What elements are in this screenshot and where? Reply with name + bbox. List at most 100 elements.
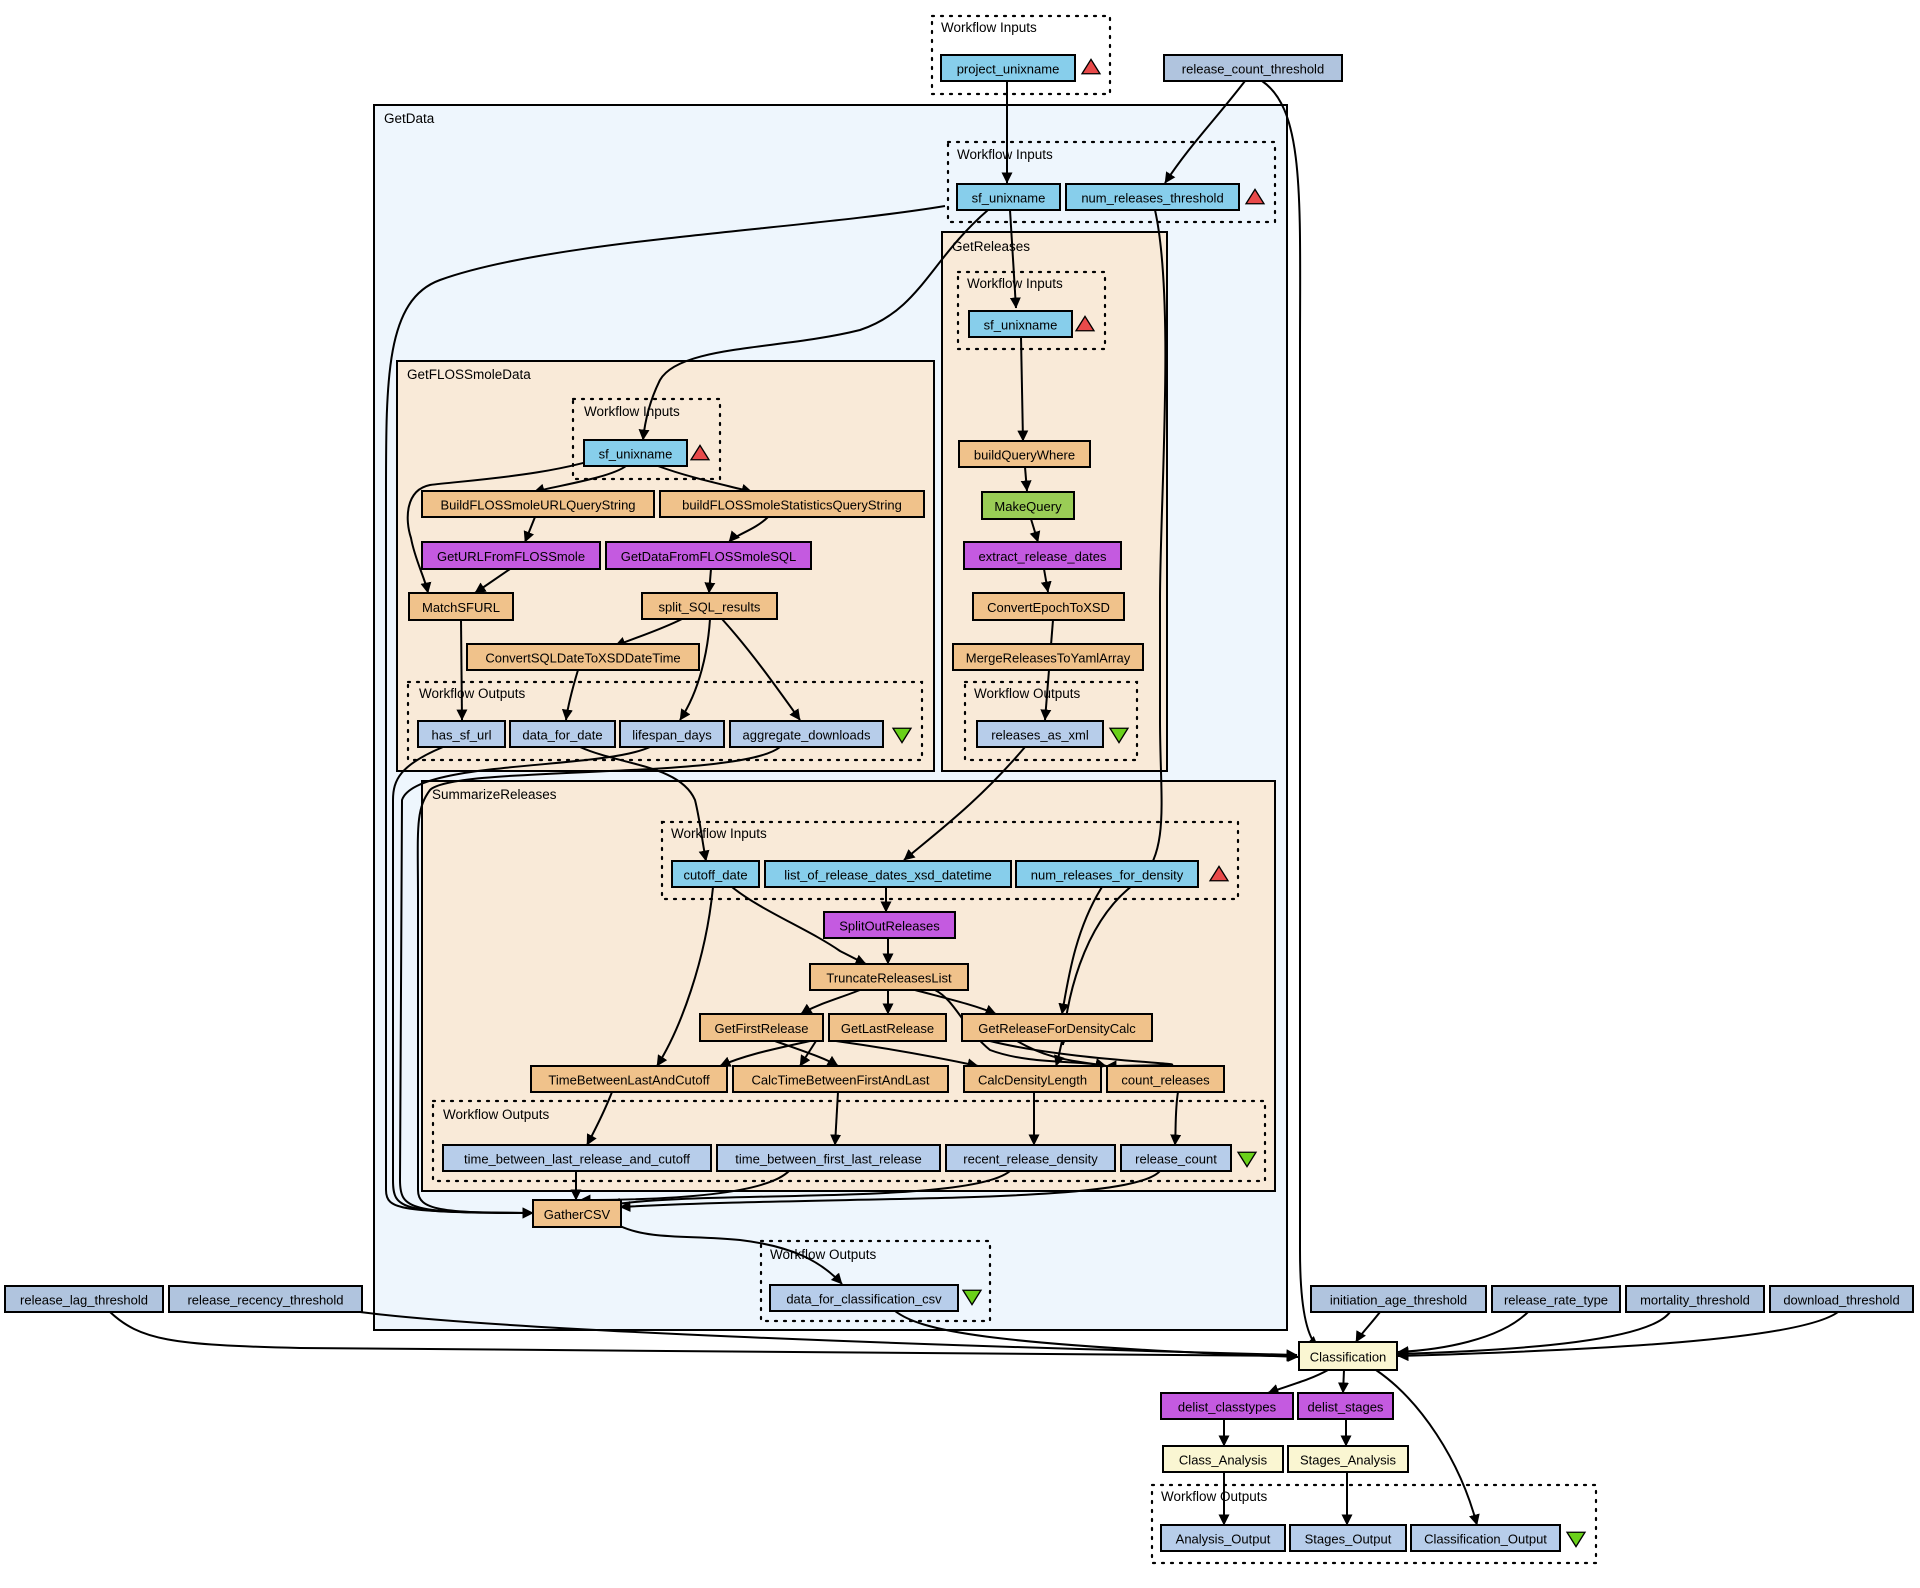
node-convertsqldatetoxsddatetime[interactable]: ConvertSQLDateToXSDDateTime <box>466 643 700 671</box>
node-getreleasefordensitycalc[interactable]: GetReleaseForDensityCalc <box>961 1013 1153 1042</box>
node-label: GetReleaseForDensityCalc <box>978 1021 1136 1036</box>
node-geturlfromflossmole[interactable]: GetURLFromFLOSSmole <box>421 541 601 570</box>
node-release-rate-type[interactable]: release_rate_type <box>1491 1285 1621 1313</box>
node-classification[interactable]: Classification <box>1298 1341 1398 1371</box>
node-calctimebetweenfirstandlast[interactable]: CalcTimeBetweenFirstAndLast <box>732 1065 949 1093</box>
node-label: sf_unixname <box>599 447 673 462</box>
node-gathercsv[interactable]: GatherCSV <box>532 1199 622 1228</box>
node-release-recency-threshold[interactable]: release_recency_threshold <box>168 1285 363 1313</box>
node-timebetweenlastandcutoff[interactable]: TimeBetweenLastAndCutoff <box>530 1065 728 1093</box>
edge <box>474 568 511 594</box>
edge <box>774 1040 839 1067</box>
node-label: data_for_date <box>522 728 602 743</box>
nodes: project_unixname release_count_thresholds… <box>4 54 1914 1552</box>
edge <box>384 205 946 1219</box>
edge <box>719 1040 811 1067</box>
node-label: project_unixname <box>957 62 1060 77</box>
node-box <box>1160 1392 1294 1420</box>
node-aggregate-downloads[interactable]: aggregate_downloads <box>729 720 884 748</box>
red-triangle-up-icon <box>1244 188 1266 205</box>
cluster-label: GetFLOSSmoleData <box>407 367 531 382</box>
node-label: MergeReleasesToYamlArray <box>966 651 1131 666</box>
node-gd-sf-unixname[interactable]: sf_unixname <box>956 183 1061 211</box>
edge <box>1009 209 1021 309</box>
edge <box>1029 518 1041 543</box>
node-release-count-threshold[interactable]: release_count_threshold <box>1163 54 1343 82</box>
node-calcdensitylength[interactable]: CalcDensityLength <box>963 1065 1102 1093</box>
node-truncatereleaseslist[interactable]: TruncateReleasesList <box>809 963 969 991</box>
node-data-for-date[interactable]: data_for_date <box>509 720 616 748</box>
node-fm-sf-unixname[interactable]: sf_unixname <box>583 439 688 467</box>
edge <box>799 1040 817 1067</box>
node-stages-output[interactable]: Stages_Output <box>1289 1524 1407 1552</box>
node-box <box>1120 1144 1232 1172</box>
node-list-of-release-dates-xsd-datetime[interactable]: list_of_release_dates_xsd_datetime <box>764 860 1012 888</box>
red-triangle-up-icon <box>1080 58 1102 75</box>
node-releases-as-xml[interactable]: releases_as_xml <box>976 720 1104 748</box>
node-buildflossmolestatisticsquerystring[interactable]: buildFLOSSmoleStatisticsQueryString <box>659 490 925 518</box>
node-initiation-age-threshold[interactable]: initiation_age_threshold <box>1310 1285 1487 1313</box>
node-getdatafromflossmolesql[interactable]: GetDataFromFLOSSmoleSQL <box>605 541 812 570</box>
node-num-releases-threshold[interactable]: num_releases_threshold <box>1065 183 1240 211</box>
node-gr-sf-unixname[interactable]: sf_unixname <box>968 310 1073 338</box>
node-classification-output[interactable]: Classification_Output <box>1410 1524 1561 1552</box>
edge <box>1170 1091 1182 1146</box>
green-triangle-down-icon <box>1108 727 1130 744</box>
node-label: release_lag_threshold <box>20 1293 148 1308</box>
node-mergereleasestoyamlarray[interactable]: MergeReleasesToYamlArray <box>952 643 1144 671</box>
cluster-getdata-inputs: Workflow Inputs <box>946 140 1277 224</box>
node-class-analysis[interactable]: Class_Analysis <box>1162 1445 1284 1473</box>
node-label: mortality_threshold <box>1640 1293 1750 1308</box>
node-box <box>963 541 1122 570</box>
edge <box>1261 80 1319 1348</box>
node-splitoutreleases[interactable]: SplitOutReleases <box>823 911 956 939</box>
node-buildflossmoleurlquerystring[interactable]: BuildFLOSSmoleURLQueryString <box>421 490 655 518</box>
node-box <box>764 860 1012 888</box>
node-box <box>699 1013 824 1042</box>
node-label: time_between_last_release_and_cutoff <box>464 1152 690 1167</box>
node-box <box>769 1284 959 1312</box>
node-count-releases[interactable]: count_releases <box>1106 1065 1225 1093</box>
node-time-between-last-release-and-cutoff[interactable]: time_between_last_release_and_cutoff <box>442 1144 712 1172</box>
node-release-lag-threshold[interactable]: release_lag_threshold <box>4 1285 164 1313</box>
node-delist-stages[interactable]: delist_stages <box>1297 1392 1394 1420</box>
node-cutoff-date[interactable]: cutoff_date <box>671 860 760 888</box>
node-label: release_rate_type <box>1504 1293 1608 1308</box>
node-num-releases-for-density[interactable]: num_releases_for_density <box>1015 860 1199 888</box>
edge <box>638 209 989 441</box>
node-convertepochtoxsd[interactable]: ConvertEpochToXSD <box>972 592 1125 621</box>
node-box <box>417 720 506 748</box>
node-box <box>828 1013 947 1042</box>
node-box <box>168 1285 363 1313</box>
node-split-sql-results[interactable]: split_SQL_results <box>641 592 778 620</box>
node-label: initiation_age_threshold <box>1330 1293 1467 1308</box>
node-lifespan-days[interactable]: lifespan_days <box>619 720 725 748</box>
node-project-unixname[interactable]: project_unixname <box>940 54 1076 82</box>
node-box <box>4 1285 164 1313</box>
edge <box>398 746 651 1219</box>
node-data-for-classification-csv[interactable]: data_for_classification_csv <box>769 1284 959 1312</box>
cluster-top-inputs: Workflow Inputs <box>930 14 1112 96</box>
node-makequery[interactable]: MakeQuery <box>981 491 1075 520</box>
node-matchsfurl[interactable]: MatchSFURL <box>408 592 514 621</box>
cluster-label: Workflow Outputs <box>974 686 1081 701</box>
cluster-final-outputs: Workflow Outputs <box>1150 1483 1598 1565</box>
node-release-count[interactable]: release_count <box>1120 1144 1232 1172</box>
node-getfirstrelease[interactable]: GetFirstRelease <box>699 1013 824 1042</box>
node-mortality-threshold[interactable]: mortality_threshold <box>1625 1285 1765 1313</box>
node-getlastrelease[interactable]: GetLastRelease <box>828 1013 947 1042</box>
edge <box>1054 1040 1065 1067</box>
node-stages-analysis[interactable]: Stages_Analysis <box>1287 1445 1409 1473</box>
node-has-sf-url[interactable]: has_sf_url <box>417 720 506 748</box>
node-buildquerywhere[interactable]: buildQueryWhere <box>958 440 1091 468</box>
node-extract-release-dates[interactable]: extract_release_dates <box>963 541 1122 570</box>
node-analysis-output[interactable]: Analysis_Output <box>1160 1524 1286 1552</box>
node-time-between-first-last-release[interactable]: time_between_first_last_release <box>716 1144 941 1172</box>
node-box <box>532 1199 622 1228</box>
cluster-label: SummarizeReleases <box>432 787 557 802</box>
node-download-threshold[interactable]: download_threshold <box>1769 1285 1914 1313</box>
port-markers <box>689 58 1587 1548</box>
node-box <box>972 592 1125 621</box>
node-recent-release-density[interactable]: recent_release_density <box>945 1144 1116 1172</box>
node-delist-classtypes[interactable]: delist_classtypes <box>1160 1392 1294 1420</box>
